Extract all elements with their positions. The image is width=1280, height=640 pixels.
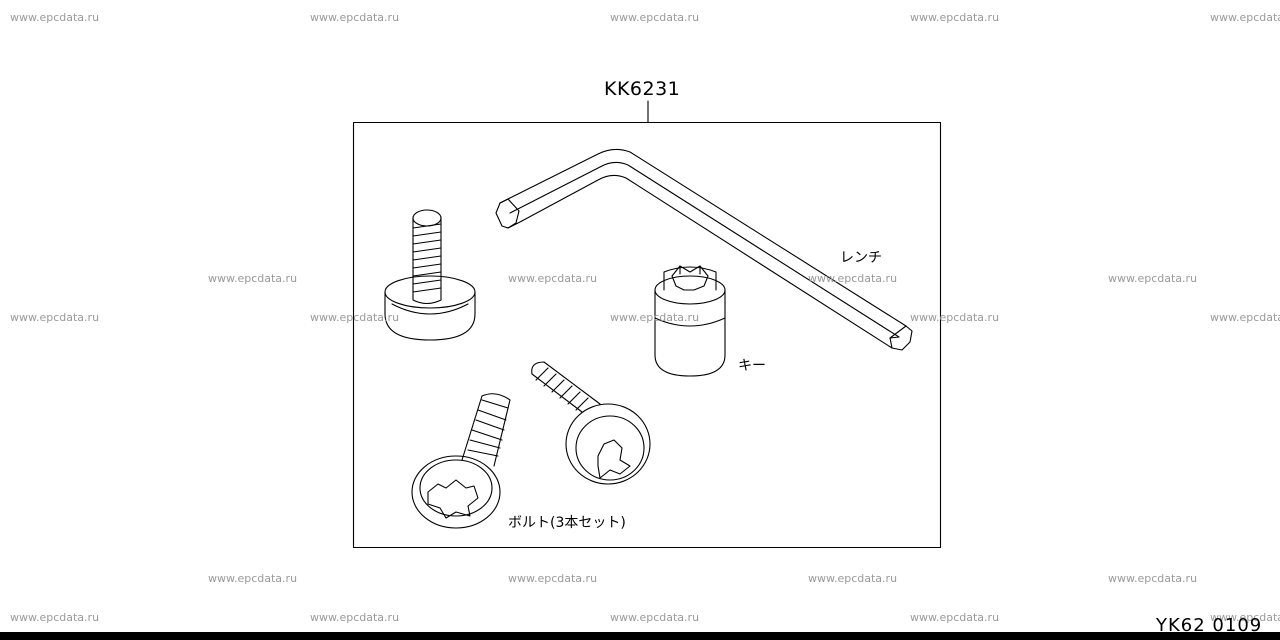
watermark: www.epcdata.ru — [610, 611, 700, 624]
watermark: www.epcdata.ru — [310, 311, 400, 324]
kit-border — [352, 121, 942, 549]
watermark: www.epcdata.ru — [508, 272, 598, 285]
watermark: www.epcdata.ru — [310, 11, 400, 24]
watermark: www.epcdata.ru — [610, 311, 700, 324]
key-label: キー — [738, 358, 766, 374]
watermark: www.epcdata.ru — [910, 11, 1000, 24]
watermark: www.epcdata.ru — [310, 611, 400, 624]
torx-bolt-2-drawing — [531, 361, 651, 485]
torx-bolt-1-drawing — [411, 393, 511, 529]
watermark: www.epcdata.ru — [208, 572, 298, 585]
watermark: www.epcdata.ru — [208, 272, 298, 285]
watermark: www.epcdata.ru — [10, 11, 100, 24]
watermark: www.epcdata.ru — [1108, 272, 1198, 285]
figure-code: YK62 0109 — [1156, 615, 1263, 636]
watermark: www.epcdata.ru — [1108, 572, 1198, 585]
watermark: www.epcdata.ru — [610, 11, 700, 24]
key-drawing — [654, 265, 726, 377]
watermark: www.epcdata.ru — [1210, 11, 1280, 24]
watermark: www.epcdata.ru — [10, 611, 100, 624]
kit-part-number: KK6231 — [604, 78, 681, 100]
bottom-border-bar — [0, 632, 1280, 640]
watermark: www.epcdata.ru — [910, 311, 1000, 324]
watermark: www.epcdata.ru — [808, 572, 898, 585]
watermark: www.epcdata.ru — [508, 572, 598, 585]
bolt-set-label: ボルト(3本セット) — [508, 515, 626, 531]
wrench-label: レンチ — [840, 250, 882, 266]
watermark: www.epcdata.ru — [808, 272, 898, 285]
watermark: www.epcdata.ru — [10, 311, 100, 324]
stud-bolt-drawing — [384, 209, 476, 341]
watermark: www.epcdata.ru — [1210, 611, 1280, 624]
watermark: www.epcdata.ru — [1210, 311, 1280, 324]
watermark: www.epcdata.ru — [910, 611, 1000, 624]
wrench-drawing — [495, 148, 913, 351]
